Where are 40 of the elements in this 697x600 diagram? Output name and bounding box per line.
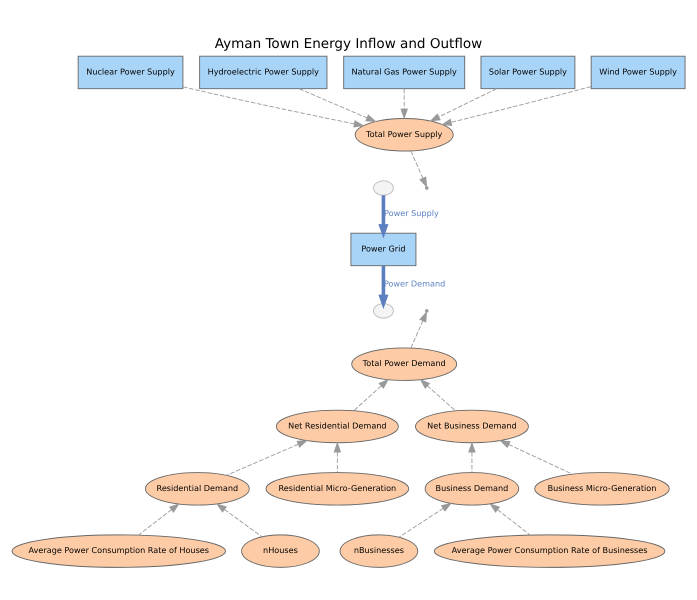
arrow <box>334 441 342 472</box>
node-box: Wind Power Supply <box>590 55 686 89</box>
diagram-title: Ayman Town Energy Inflow and Outflow <box>214 36 482 52</box>
node-cloud <box>373 180 394 196</box>
node-ellipse: Residential Demand <box>145 472 250 506</box>
node-ellipse: Business Demand <box>424 472 520 506</box>
arrow <box>378 266 388 309</box>
node-ellipse: Net Residential Demand <box>276 409 399 443</box>
node-cloud <box>373 302 394 318</box>
arrow <box>429 88 497 122</box>
node-ellipse: Residential Micro-Generation <box>266 472 410 506</box>
arrow <box>410 310 428 348</box>
edge-label: Power Supply <box>384 208 439 218</box>
arrow <box>400 88 408 119</box>
arrow <box>499 440 573 474</box>
node-box: Natural Gas Power Supply <box>343 55 466 89</box>
arrow <box>410 150 428 188</box>
node-ellipse: Average Power Consumption Rate of Businesses <box>434 534 666 568</box>
node-box: Hydroelectric Power Supply <box>199 55 328 89</box>
node-ellipse: Net Business Demand <box>415 409 529 443</box>
arrow <box>298 88 377 122</box>
node-box: Nuclear Power Supply <box>78 55 184 89</box>
arrow <box>378 194 388 238</box>
arrow <box>420 378 456 411</box>
node-box: Power Grid <box>350 232 416 266</box>
arrow <box>353 378 390 411</box>
arrow <box>440 86 592 126</box>
node-box: Solar Power Supply <box>480 55 576 89</box>
node-ellipse: Average Power Consumption Rate of Houses <box>12 534 226 568</box>
arrow <box>216 502 262 537</box>
arrow <box>182 86 365 128</box>
node-ellipse: Total Power Demand <box>351 346 458 380</box>
node-ellipse: nHouses <box>241 534 320 568</box>
node-ellipse: nBusinesses <box>340 534 418 568</box>
arrow <box>468 441 476 472</box>
arrow <box>489 502 530 535</box>
arrow <box>398 502 452 538</box>
node-ellipse: Business Micro-Generation <box>534 472 670 506</box>
arrow <box>138 502 180 536</box>
arrow <box>226 440 308 476</box>
